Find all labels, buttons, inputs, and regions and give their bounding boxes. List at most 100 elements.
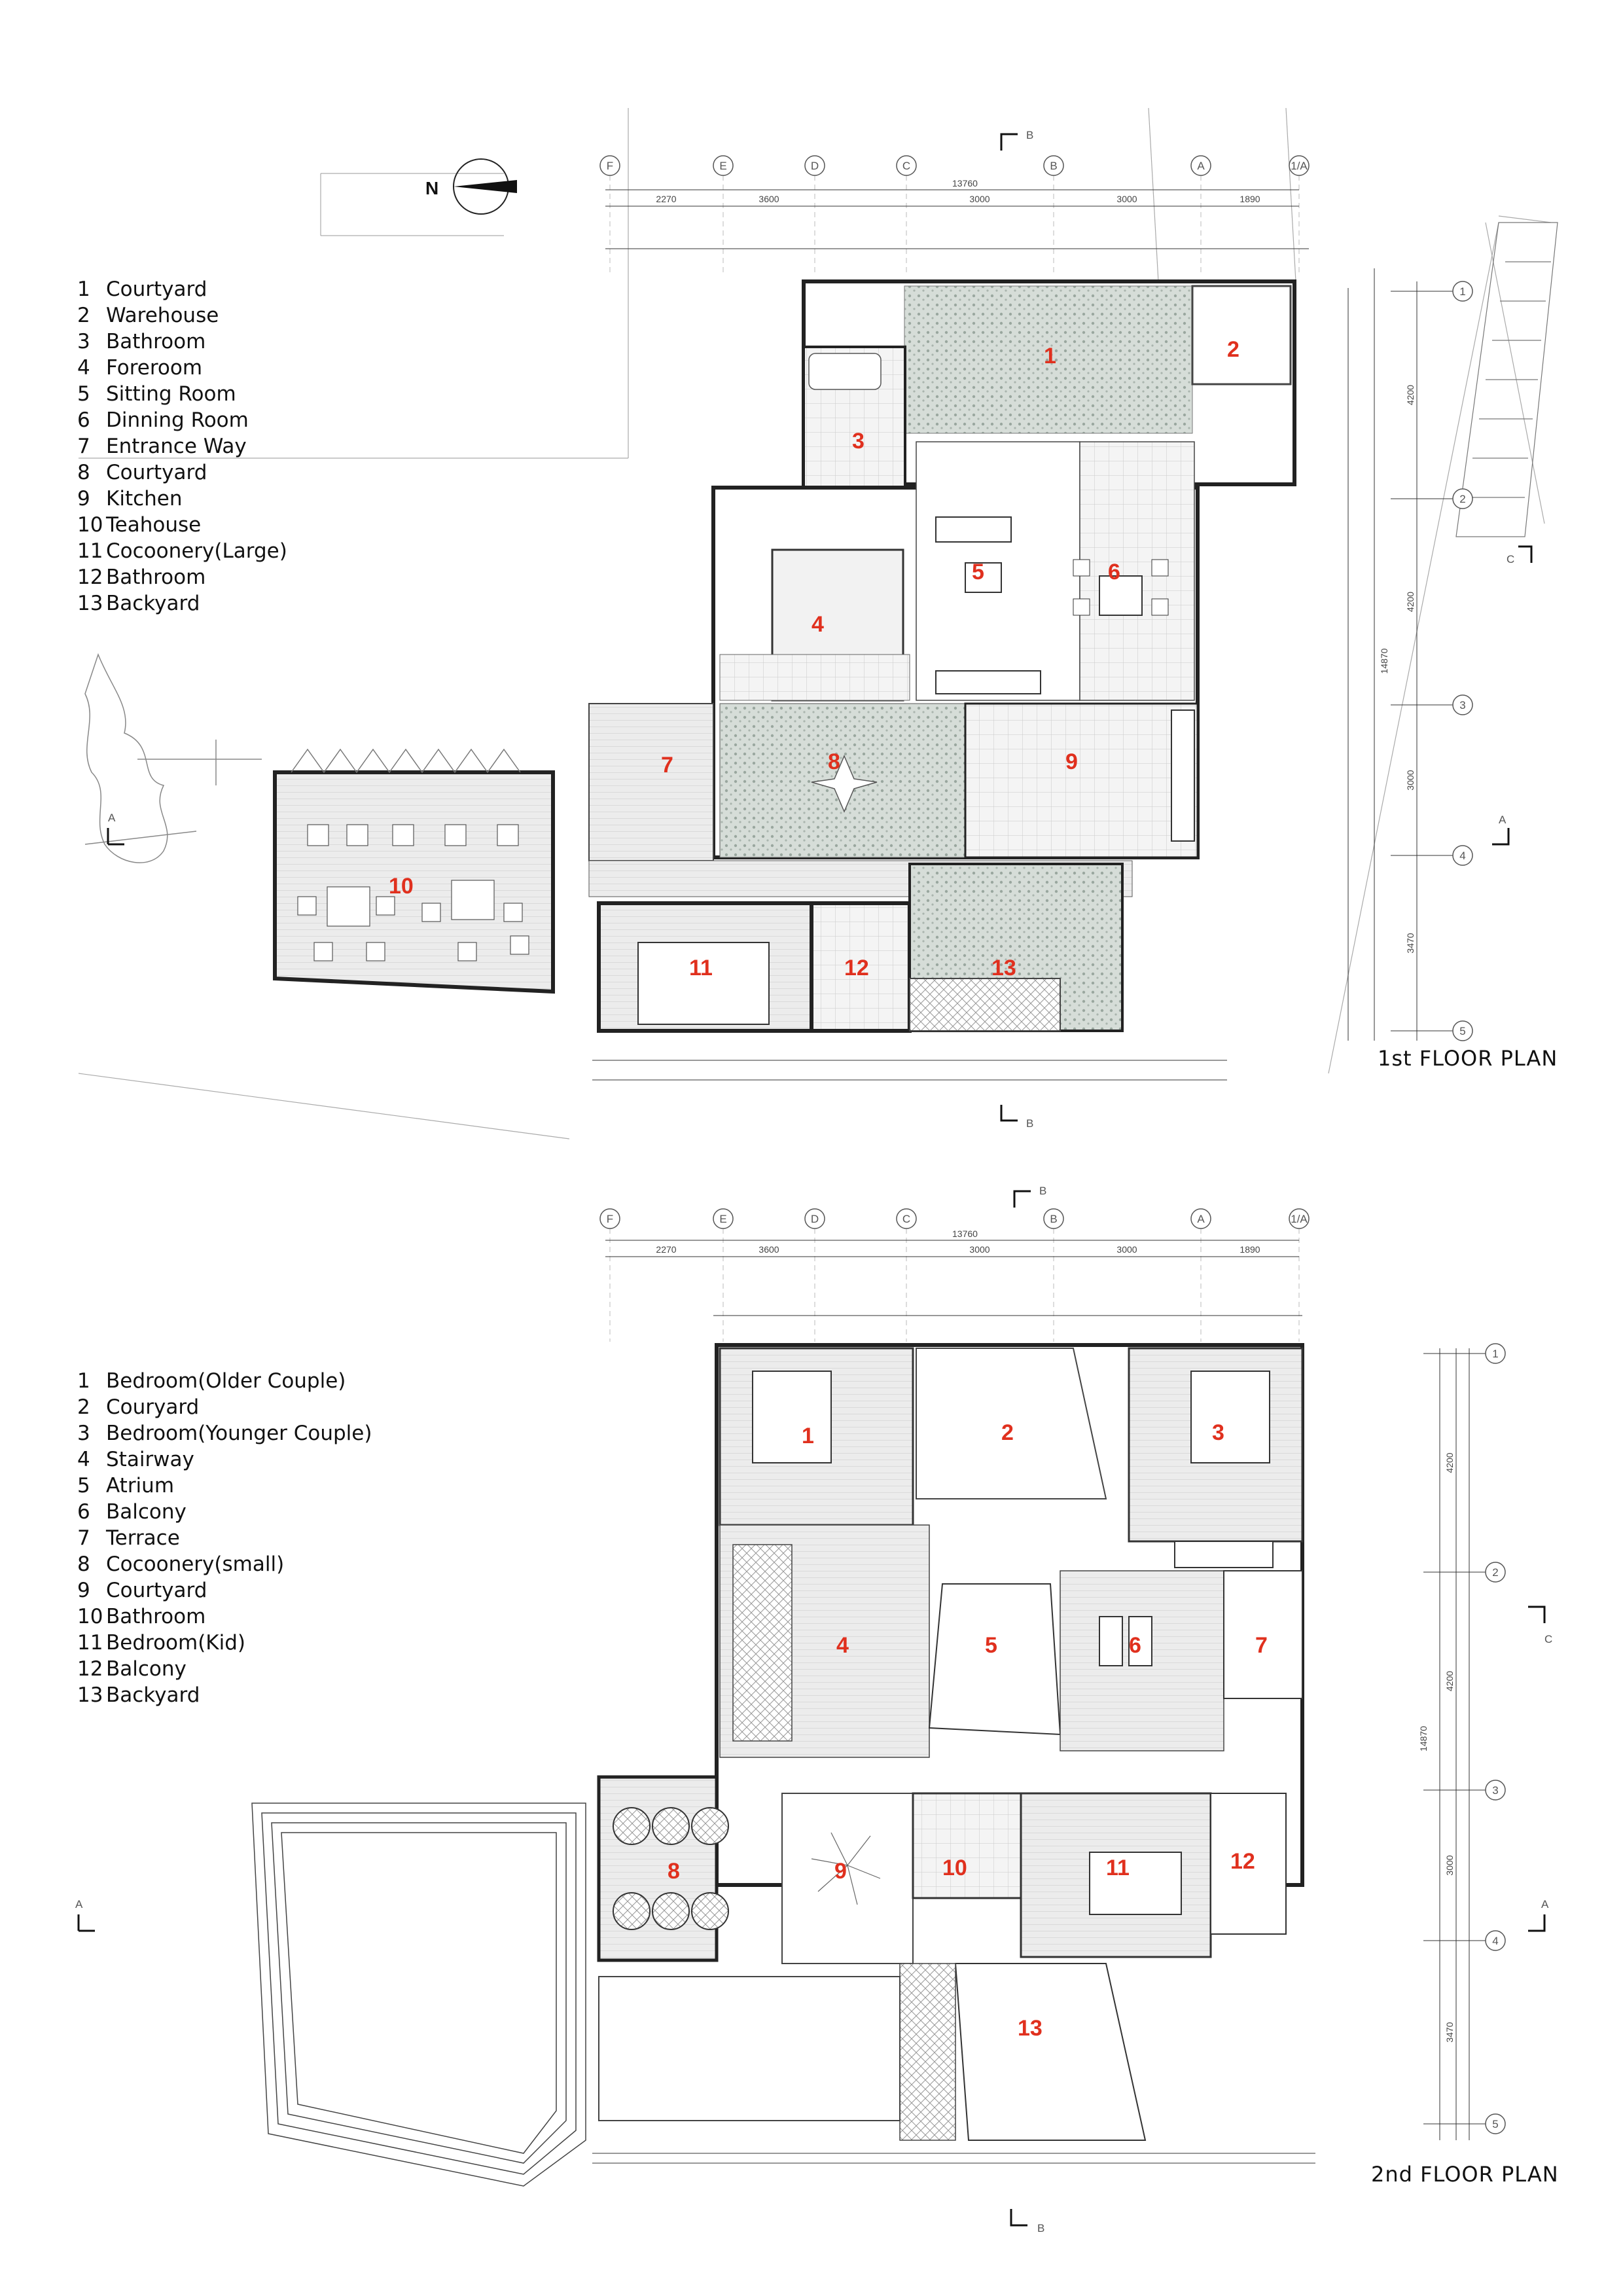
legend-item-label: Bedroom(Younger Couple) xyxy=(106,1422,372,1445)
legend-item-number: 5 xyxy=(77,1474,90,1498)
legend-item-label: Warehouse xyxy=(106,304,219,327)
section-mark-b-bottom-2: B xyxy=(1037,2222,1044,2234)
room-number-1-2: 2 xyxy=(1227,337,1240,362)
legend-item-label: Bedroom(Older Couple) xyxy=(106,1369,346,1393)
overall-width-dim-2: 13760 xyxy=(952,1229,978,1239)
tree-sketch xyxy=(84,653,262,863)
room-number-2-11: 11 xyxy=(1106,1856,1130,1880)
plan-title-2nd-floor: 2nd FLOOR PLAN xyxy=(1371,2162,1559,2187)
side-dim-2: 3470 xyxy=(1444,2022,1455,2042)
grid-label-col-2: D xyxy=(811,1213,819,1225)
room-number-1-1: 1 xyxy=(1044,344,1056,368)
section-mark-c-2: C xyxy=(1544,1633,1552,1645)
legend-item-number: 9 xyxy=(77,1579,90,1602)
row-grid-bubble-1 xyxy=(1452,281,1473,302)
room-number-2-13: 13 xyxy=(1018,2016,1043,2041)
bay-dim-2: 3000 xyxy=(1116,1244,1137,1255)
grid-label-col-2: E xyxy=(719,1213,726,1225)
room-number-1-6: 6 xyxy=(1108,560,1120,584)
legend-item-label: Courtyard xyxy=(106,461,207,484)
side-dim-total-2: 14870 xyxy=(1418,1726,1429,1751)
side-dim-1: 3000 xyxy=(1405,770,1416,790)
row-grid-bubble-2 xyxy=(1485,1562,1506,1583)
row-grid-label-2: 5 xyxy=(1492,2118,1498,2130)
legend-item-number: 12 xyxy=(77,565,103,589)
grid-bubble-col-1 xyxy=(599,155,620,176)
bay-dim-1: 1890 xyxy=(1240,194,1260,204)
legend-item-label: Couryard xyxy=(106,1395,200,1419)
row-grid-bubble-2 xyxy=(1485,1780,1506,1801)
legend-item-label: Balcony xyxy=(106,1657,187,1681)
legend-item-number: 8 xyxy=(77,1552,90,1576)
room-number-2-6: 6 xyxy=(1129,1633,1141,1658)
grid-bubble-col-1 xyxy=(1043,155,1064,176)
grid-bubble-col-1 xyxy=(804,155,825,176)
row-grid-label-1: 4 xyxy=(1459,850,1465,862)
legend-item-number: 2 xyxy=(77,304,90,327)
section-mark-a-right-2: A xyxy=(1541,1898,1549,1910)
grid-label-col-1: C xyxy=(902,160,910,172)
row-grid-bubble-2 xyxy=(1485,1930,1506,1951)
legend-item-label: Backyard xyxy=(106,1683,200,1707)
legend-item-number: 5 xyxy=(77,382,90,406)
legend-item: 2 Warehouse xyxy=(77,302,287,329)
legend-item-label: Bathroom xyxy=(106,565,206,589)
legend-item-label: Kitchen xyxy=(106,487,183,511)
room-number-2-5: 5 xyxy=(985,1633,997,1658)
section-mark-b-top-2: B xyxy=(1039,1185,1046,1197)
room-number-2-3: 3 xyxy=(1212,1420,1224,1445)
legend-item-label: Bathroom xyxy=(106,330,206,353)
room-number-1-10: 10 xyxy=(389,874,414,899)
row-grid-label-2: 1 xyxy=(1492,1348,1498,1360)
side-dim-1: 3470 xyxy=(1405,933,1416,953)
legend-item-number: 3 xyxy=(77,330,90,353)
overall-width-dim-1: 13760 xyxy=(952,178,978,188)
section-mark-a-left-2: A xyxy=(75,1898,83,1910)
grid-bubble-col-2 xyxy=(896,1208,917,1229)
legend-item-number: 4 xyxy=(77,356,90,380)
legend-item-label: Atrium xyxy=(106,1474,175,1498)
grid-bubble-col-2 xyxy=(1190,1208,1211,1229)
bay-dim-2: 2270 xyxy=(656,1244,676,1255)
room-number-2-1: 1 xyxy=(802,1424,814,1448)
row-grid-label-2: 3 xyxy=(1492,1784,1498,1797)
grid-label-col-1: D xyxy=(811,160,819,172)
grid-label-col-1: B xyxy=(1050,160,1057,172)
legend-item-number: 8 xyxy=(77,461,90,484)
north-arrow: N xyxy=(320,158,517,236)
section-mark-a-right-1: A xyxy=(1499,814,1507,826)
legend-item-label: Foreroom xyxy=(106,356,203,380)
legend-item-label: Backyard xyxy=(106,592,200,615)
grid-label-col-1: F xyxy=(607,160,613,172)
side-dim-total-1: 14870 xyxy=(1379,648,1389,673)
section-mark-b-top-1: B xyxy=(1026,129,1033,141)
bay-dim-1: 3000 xyxy=(969,194,990,204)
grid-bubble-col-1 xyxy=(1289,155,1310,176)
grid-label-col-2: C xyxy=(902,1213,910,1225)
grid-bubble-col-1 xyxy=(896,155,917,176)
section-mark-c-1: C xyxy=(1507,553,1514,565)
side-dim-2: 4200 xyxy=(1444,1671,1455,1691)
legend-item-number: 1 xyxy=(77,278,90,301)
row-grid-label-2: 4 xyxy=(1492,1935,1498,1947)
row-grid-bubble-1 xyxy=(1452,488,1473,509)
row-grid-label-1: 3 xyxy=(1459,699,1465,711)
legend-item-number: 6 xyxy=(77,1500,90,1524)
room-number-1-5: 5 xyxy=(972,560,984,584)
